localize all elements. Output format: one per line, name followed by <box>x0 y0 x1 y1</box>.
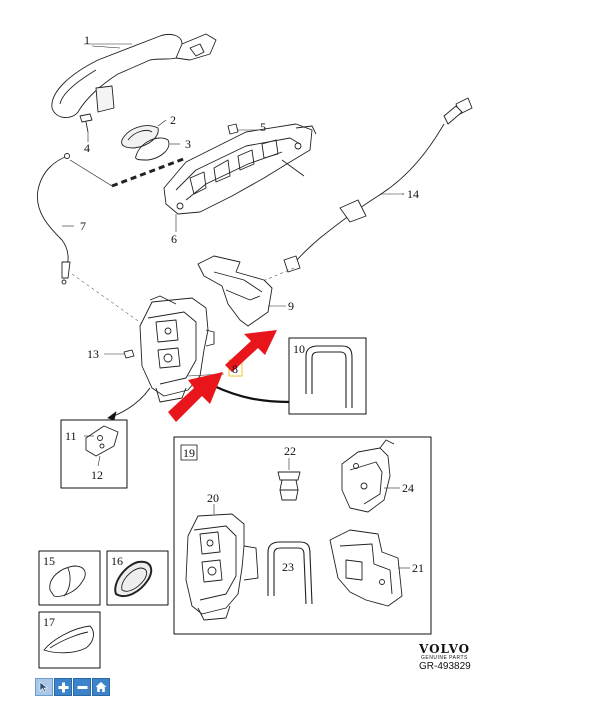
callout-3[interactable]: 3 <box>185 137 191 151</box>
part-cable-7[interactable] <box>36 153 74 285</box>
callout-12[interactable]: 12 <box>91 468 103 482</box>
callout-6[interactable]: 6 <box>171 232 177 246</box>
home-icon <box>95 682 107 692</box>
callout-9[interactable]: 9 <box>288 299 294 313</box>
callout-24[interactable]: 24 <box>402 481 414 495</box>
brand-tagline: GENUINE PARTS <box>421 655 468 661</box>
brand-logo: VOLVO <box>419 642 471 656</box>
callout-19[interactable]: 19 <box>183 446 195 460</box>
callout-1[interactable]: 1 <box>84 33 90 47</box>
part-gasket-2[interactable] <box>121 119 167 149</box>
part-housing-21[interactable] <box>329 529 410 607</box>
part-lock-module-13[interactable] <box>139 295 225 403</box>
callout-16[interactable]: 16 <box>111 554 123 568</box>
zoom-in-button[interactable] <box>54 678 72 696</box>
callout-17[interactable]: 17 <box>43 615 55 629</box>
part-seal-3[interactable] <box>135 137 180 161</box>
callout-2[interactable]: 2 <box>170 113 176 127</box>
callout-21[interactable]: 21 <box>412 561 424 575</box>
callout-22[interactable]: 22 <box>284 444 296 458</box>
box-rod-10[interactable] <box>288 337 367 415</box>
zoom-in-icon <box>58 682 68 692</box>
zoom-out-icon <box>77 685 87 689</box>
callout-23[interactable]: 23 <box>282 560 294 574</box>
callout-10[interactable]: 10 <box>293 342 305 356</box>
part-lock-20[interactable] <box>185 504 259 621</box>
callout-15[interactable]: 15 <box>43 554 55 568</box>
part-rod-23[interactable] <box>267 541 313 605</box>
callout-5[interactable]: 5 <box>260 120 266 134</box>
part-actuator-24[interactable] <box>341 439 400 513</box>
cursor-icon <box>39 681 49 693</box>
callout-4[interactable]: 4 <box>84 141 90 155</box>
highlight-arrow-upper <box>225 330 277 372</box>
callout-13[interactable]: 13 <box>87 347 99 361</box>
part-handle-carrier-6[interactable] <box>163 123 317 232</box>
part-door-handle[interactable] <box>51 33 217 118</box>
zoom-out-button[interactable] <box>73 678 91 696</box>
select-tool-button[interactable] <box>35 678 53 696</box>
part-bolt-5[interactable] <box>227 123 258 135</box>
part-cover-9[interactable] <box>197 255 286 327</box>
part-screw-4[interactable] <box>79 113 93 142</box>
home-view-button[interactable] <box>92 678 110 696</box>
highlight-arrow-lower <box>168 372 223 422</box>
part-release-cable-14[interactable] <box>283 97 473 273</box>
callout-8[interactable]: 8 <box>232 362 238 376</box>
callout-7[interactable]: 7 <box>80 219 86 233</box>
callout-20[interactable]: 20 <box>207 491 219 505</box>
diagram-reference: GR-493829 <box>419 661 471 672</box>
part-bumper-22[interactable] <box>277 458 301 501</box>
callout-11[interactable]: 11 <box>65 429 77 443</box>
viewer-toolbar <box>35 678 110 696</box>
callout-14[interactable]: 14 <box>407 187 419 201</box>
